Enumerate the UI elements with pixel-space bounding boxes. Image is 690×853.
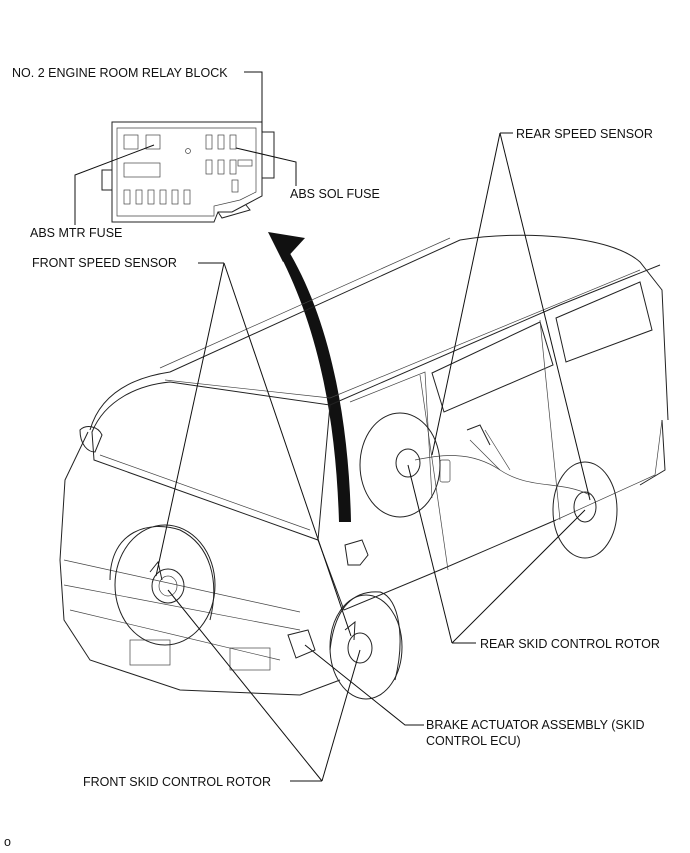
location-arrow — [268, 232, 351, 522]
relay-block-drawing — [101, 121, 275, 223]
label-relay-block: NO. 2 ENGINE ROOM RELAY BLOCK — [12, 66, 228, 80]
van-drawing — [59, 234, 669, 700]
label-brake-actuator-line2: CONTROL ECU) — [426, 734, 521, 748]
label-rear-skid-control-rotor: REAR SKID CONTROL ROTOR — [480, 637, 660, 651]
label-abs-sol-fuse: ABS SOL FUSE — [290, 187, 380, 201]
label-front-skid-control-rotor: FRONT SKID CONTROL ROTOR — [83, 775, 271, 789]
label-abs-mtr-fuse: ABS MTR FUSE — [30, 226, 122, 240]
leader-lines — [74, 71, 591, 782]
figure-code: o — [4, 835, 11, 849]
label-front-speed-sensor: FRONT SPEED SENSOR — [32, 256, 177, 270]
label-rear-speed-sensor: REAR SPEED SENSOR — [516, 127, 653, 141]
label-brake-actuator-line1: BRAKE ACTUATOR ASSEMBLY (SKID — [426, 718, 645, 732]
